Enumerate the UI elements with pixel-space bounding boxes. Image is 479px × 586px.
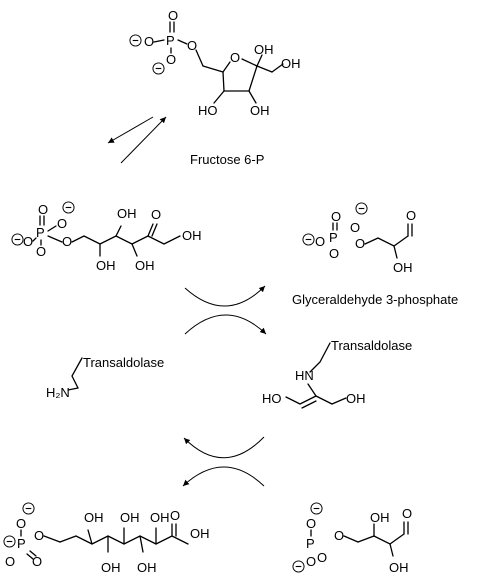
- atom-o: O: [315, 234, 325, 249]
- atom-oh: OH: [370, 510, 390, 525]
- atom-hn: HN: [295, 368, 314, 383]
- atom-oh: OH: [101, 560, 121, 575]
- atom-o: O: [402, 506, 412, 521]
- atom-p: P: [306, 536, 315, 551]
- atom-o: O: [32, 554, 42, 569]
- atom-oh: OH: [389, 560, 409, 575]
- atom-o: O: [166, 52, 176, 67]
- atom-oh: OH: [117, 206, 137, 221]
- transaldolase-enamine: Transaldolase HN HO OH: [262, 338, 412, 409]
- charge-icon: [355, 202, 368, 215]
- atom-oh: OH: [254, 42, 274, 57]
- atom-o: O: [16, 516, 26, 531]
- atom-ho: HO: [198, 103, 218, 118]
- atom-o: O: [317, 550, 327, 565]
- atom-ho: HO: [262, 391, 282, 406]
- atom-o: O: [355, 236, 365, 251]
- atom-oh: OH: [346, 391, 366, 406]
- atom-o: O: [57, 216, 67, 231]
- atom-oh: OH: [84, 510, 104, 525]
- charge-icon: [3, 535, 16, 548]
- atom-o: O: [306, 516, 316, 531]
- atom-o: O: [350, 220, 360, 235]
- curved-arrows-upper: [184, 285, 267, 335]
- atom-o: O: [62, 234, 72, 249]
- atom-o: O: [334, 528, 344, 543]
- atom-oh: OH: [182, 228, 202, 243]
- charge-icon: [310, 502, 323, 515]
- glyceraldehyde-3-phosphate-structure: O P O O O O O OH: [302, 202, 416, 275]
- atom-o: O: [34, 528, 44, 543]
- charge-icon: [302, 233, 315, 246]
- atom-oh: OH: [281, 56, 301, 71]
- atom-p: P: [17, 536, 26, 551]
- fructose-6-p-label: Fructose 6-P: [190, 152, 264, 167]
- fructose-6-phosphate-open-chain: O P O O O O OH OH OH O OH: [11, 201, 202, 273]
- atom-o: O: [170, 508, 180, 523]
- atom-o: O: [151, 207, 161, 222]
- atom-oh: OH: [137, 560, 157, 575]
- atom-oh: OH: [150, 510, 170, 525]
- atom-o: O: [5, 554, 15, 569]
- atom-h2n: H₂N: [46, 385, 70, 400]
- erythrose-4-phosphate-structure: O P O O O OH OH O: [292, 502, 412, 575]
- charge-icon: [22, 502, 35, 515]
- atom-oh: OH: [96, 258, 116, 273]
- atom-o: O: [144, 34, 154, 49]
- transaldolase-label: Transaldolase: [83, 355, 164, 370]
- atom-o: O: [230, 50, 240, 65]
- atom-oh: OH: [120, 510, 140, 525]
- atom-o: O: [168, 8, 178, 23]
- atom-oh: OH: [135, 258, 155, 273]
- fructose-6-phosphate-structure: O P O O O O OH OH HO OH: [129, 8, 301, 118]
- atom-o: O: [306, 554, 316, 569]
- equilibrium-arrows: [107, 116, 167, 164]
- atom-p: P: [166, 33, 175, 48]
- atom-oh: OH: [250, 103, 270, 118]
- charge-icon: [152, 62, 165, 75]
- atom-o: O: [23, 234, 33, 249]
- atom-o: O: [38, 202, 48, 217]
- charge-icon: [11, 233, 24, 246]
- charge-icon: [129, 34, 142, 47]
- atom-o: O: [331, 209, 341, 224]
- glyceraldehyde-3-phosphate-label: Glyceraldehyde 3-phosphate: [292, 292, 458, 307]
- atom-p: P: [36, 225, 45, 240]
- atom-p: P: [329, 230, 338, 245]
- atom-o: O: [406, 208, 416, 223]
- curved-arrows-lower: [182, 436, 265, 487]
- atom-o: O: [329, 246, 339, 261]
- atom-oh: OH: [393, 260, 413, 275]
- transaldolase-label: Transaldolase: [331, 338, 412, 353]
- atom-o: O: [36, 244, 46, 259]
- atom-o: O: [187, 38, 197, 53]
- sedoheptulose-7-phosphate-structure: O P O O O OH OH OH OH OH O OH: [3, 502, 210, 575]
- charge-icon: [62, 201, 75, 214]
- transaldolase-free: Transaldolase H₂N: [46, 355, 164, 400]
- atom-oh: OH: [190, 526, 210, 541]
- charge-icon: [292, 560, 305, 573]
